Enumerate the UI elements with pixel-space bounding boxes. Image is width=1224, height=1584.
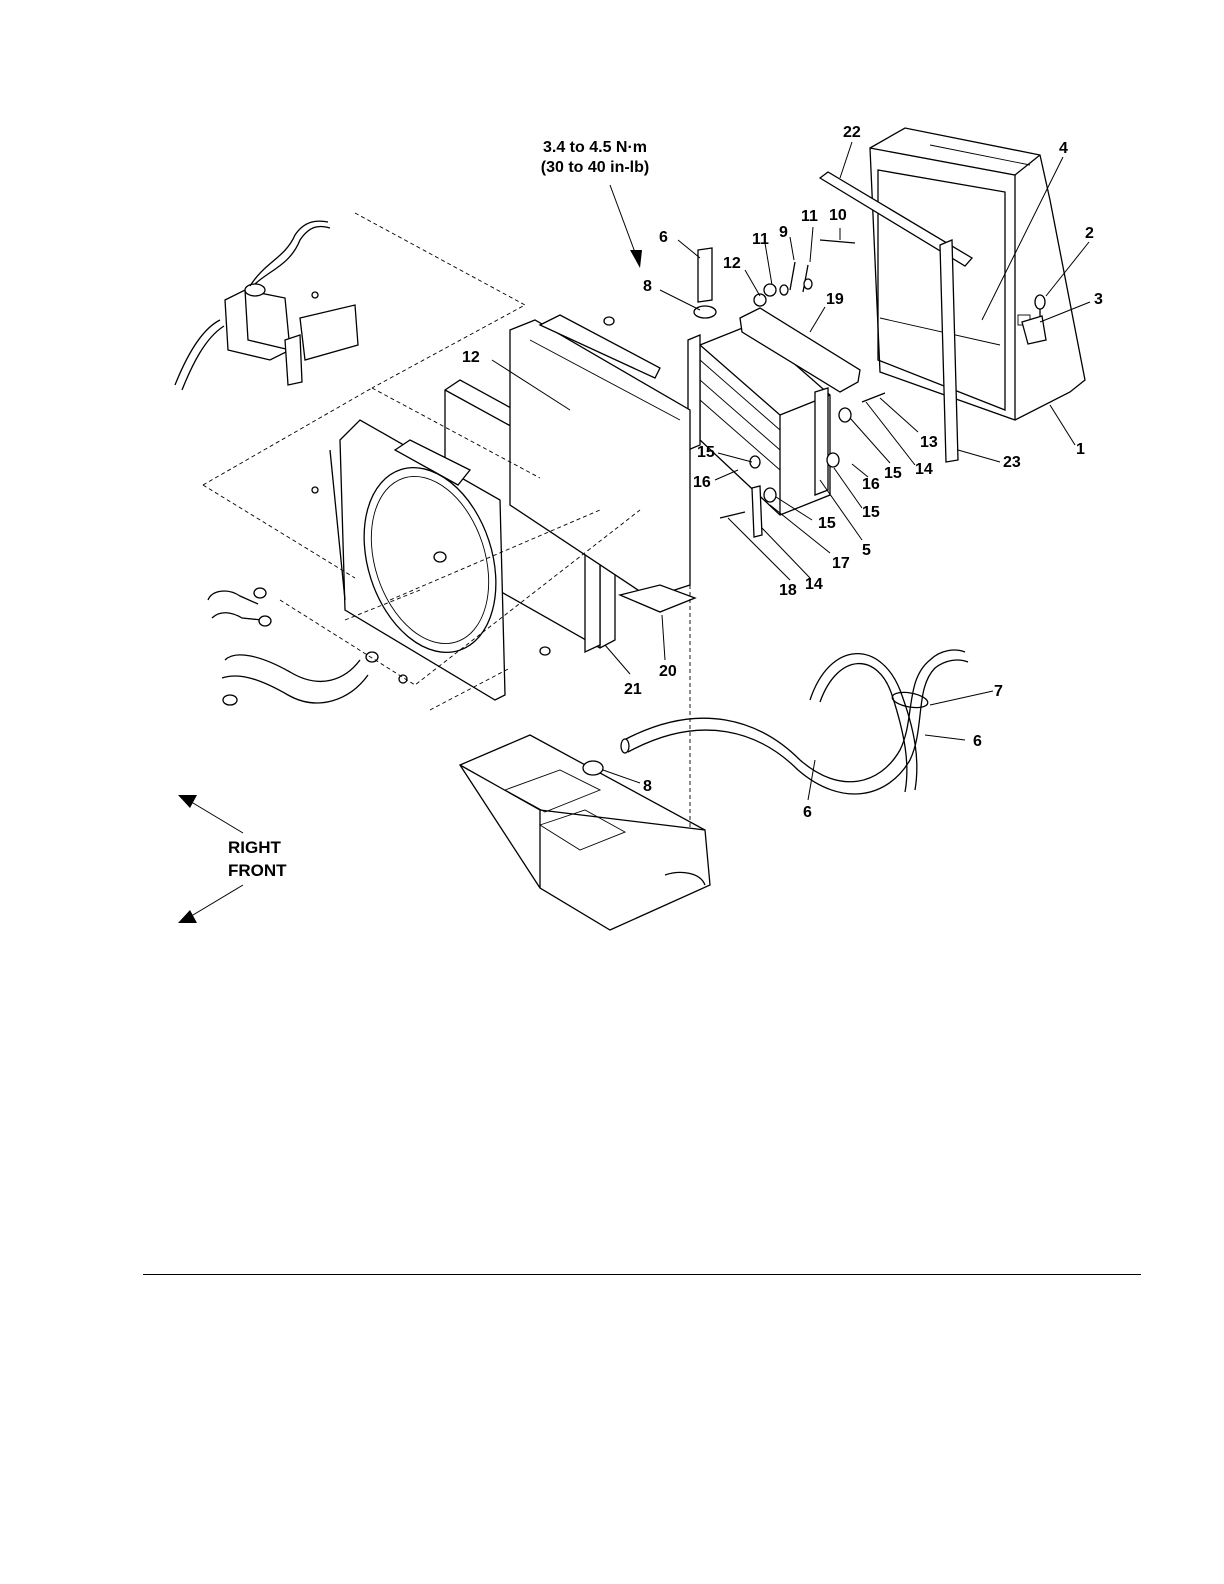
shroud-housing	[870, 128, 1085, 420]
callout-11-left: 11	[752, 231, 769, 248]
direction-right-label: RIGHT	[228, 838, 282, 857]
direction-arrows	[178, 795, 243, 923]
callout-18: 18	[779, 582, 797, 599]
callout-8-lower: 8	[643, 778, 652, 795]
callout-10: 10	[829, 207, 847, 224]
callout-20: 20	[659, 663, 677, 680]
callout-7: 7	[994, 683, 1003, 700]
callout-13: 13	[920, 434, 938, 451]
torque-note-line2: (30 to 40 in-lb)	[541, 159, 649, 176]
callout-5: 5	[862, 542, 871, 559]
callout-1: 1	[1076, 441, 1085, 458]
callout-16-right: 16	[862, 476, 880, 493]
callout-17: 17	[832, 555, 850, 572]
callout-2: 2	[1085, 225, 1094, 242]
callout-15-lower: 15	[818, 515, 836, 532]
callout-12-cooler: 12	[723, 255, 741, 272]
cooler-core	[688, 308, 860, 515]
callout-11-right: 11	[801, 208, 818, 225]
callout-6-lower: 6	[803, 804, 812, 821]
callout-9: 9	[779, 224, 788, 241]
callout-3: 3	[1094, 291, 1103, 308]
callout-14-lower: 14	[805, 576, 823, 593]
callout-19: 19	[826, 291, 844, 308]
callout-15-right: 15	[862, 504, 880, 521]
callout-14-upper: 14	[915, 461, 933, 478]
upper-hose	[694, 248, 716, 318]
callout-21: 21	[624, 681, 642, 698]
coolant-reservoir	[175, 221, 358, 390]
torque-arrow	[610, 185, 642, 268]
torque-note-line1: 3.4 to 4.5 N·m	[543, 139, 647, 156]
callout-16-left: 16	[693, 474, 711, 491]
callout-22: 22	[843, 124, 861, 141]
callout-4: 4	[1059, 140, 1068, 157]
callout-12-radiator: 12	[462, 349, 480, 366]
footer-rule	[143, 1274, 1141, 1275]
callout-15-left: 15	[697, 444, 715, 461]
callout-15-upper: 15	[884, 465, 902, 482]
callout-8-upper: 8	[643, 278, 652, 295]
callout-6-upper: 6	[659, 229, 668, 246]
direction-front-label: FRONT	[228, 861, 287, 880]
callout-23: 23	[1003, 454, 1021, 471]
callout-6-right: 6	[973, 733, 982, 750]
